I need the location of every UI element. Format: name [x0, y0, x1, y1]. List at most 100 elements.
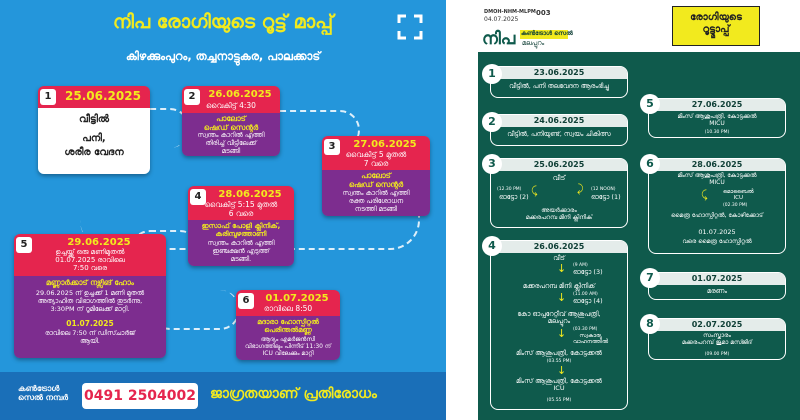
card-place: മദാരാ ഹോസ്പിറ്റൽ പെരിന്തൽമണ്ണ — [257, 318, 319, 335]
timeline-number-2: 2 — [482, 112, 502, 132]
route-line — [250, 110, 360, 150]
issue-date: 04.07.2025 — [484, 16, 519, 23]
card-date: 29.06.2025 — [67, 237, 131, 248]
timeline-box-5: 27.06.2025 മിംസ് ആശുപത്രി, കോട്ടക്കൽ MIC… — [648, 98, 786, 138]
timeline-number-6: 6 — [640, 154, 660, 174]
auto-time-right: (12 NOON) — [591, 187, 616, 192]
timeline-box-1: 23.06.2025 വീട്ടിൽ, പനി തലവേദന ആരംഭിച്ചു — [490, 66, 628, 98]
card-place: വീട്ടിൽ — [78, 114, 110, 125]
timeline-number-5: 5 — [640, 94, 660, 114]
route-map-badge: രോഗിയുടെ റൂട്ട്മാപ്പ് — [672, 6, 760, 46]
timeline-number-3: 3 — [482, 154, 502, 174]
box-time: (10.30 PM) — [704, 130, 730, 135]
card-number-3: 3 — [324, 139, 340, 155]
box-date: 24.06.2025 — [491, 115, 627, 127]
step-time: (05.55 PM) — [546, 398, 572, 403]
arrow-icon: ↓ — [557, 291, 567, 304]
box-body: വീട്ടിൽ, പനി തലവേദന ആരംഭിച്ചു — [509, 82, 609, 90]
route-card-5: 29.06.2025 ഉച്ചയ്ക്ക് ഒരു മണിമുതൽ 01.07.… — [14, 234, 166, 358]
timeline-number-1: 1 — [482, 64, 502, 84]
arrow-icon: ↓ — [557, 364, 567, 377]
timeline-box-4: 26.06.2025 വീട് ↓ (9 AM) ഓട്ടോ (3) മക്കര… — [490, 240, 628, 410]
footer-slogan: ജാഗ്രതയാണ് പ്രതിരോധം — [210, 386, 377, 402]
card-body: പനി, ശരീര വേദന — [64, 133, 124, 158]
arrow-icon: ↓ — [557, 327, 567, 340]
auto-time-left: (12.30 PM) — [497, 187, 522, 192]
control-cell-text: കൺട്രോൾ സെൽ — [521, 30, 573, 37]
card-place: ഇസാഫ് പോളി ക്ലിനിക്, കരിമ്പുഴത്താണി — [201, 222, 281, 239]
card-number-5: 5 — [16, 237, 32, 253]
step-label: മിംസ് ആശുപത്രി, കോട്ടക്കൽ — [516, 349, 602, 357]
card-time: രാവിലെ 8:50 — [263, 304, 313, 313]
arrow-icon: ⤹ — [531, 184, 538, 197]
arrow-icon: ⤹ — [701, 188, 708, 201]
box-date-secondary: 01.07.2025 — [698, 228, 736, 236]
box-date: 28.06.2025 — [649, 159, 785, 171]
card-body: 29.06.2025 ന് ഉച്ചക്ക് 1 മണി മുതൽ അത്യാഹ… — [35, 289, 145, 313]
card-time: വൈകിട്ട് 5 മുതൽ 7 വരെ — [345, 150, 407, 168]
step-vehicle: സ്വകാര്യ വാഹനത്തിൽ — [573, 333, 609, 346]
step-time: (11.00 AM) — [573, 292, 598, 297]
step-time: (03.55 PM) — [546, 359, 572, 364]
box-date: 01.07.2025 — [649, 273, 785, 285]
card-date: 28.06.2025 — [218, 189, 282, 200]
timeline-box-2: 24.06.2025 വീട്ടിൽ, പനിയുണ്ട്, സ്വയം ചിക… — [490, 114, 628, 146]
step-label: മിംസ് ആശുപത്രി, കോട്ടക്കൽ ICU — [516, 377, 602, 393]
control-cell-phone: 0491 2504002 — [82, 383, 198, 409]
card-date: 01.07.2025 — [265, 293, 329, 304]
arrow-icon: ⤸ — [577, 182, 584, 195]
destination-label: അയർക്കാരം മക്കരപറമ്പ മിനി ക്ലിനിക് — [525, 207, 593, 221]
card-number-1: 1 — [40, 89, 56, 105]
card-body: ആദ്യം എമർജൻസി വിഭാഗത്തിലും പിന്നീട് 11:3… — [244, 336, 331, 358]
route-card-6: 01.07.2025 രാവിലെ 8:50 മദാരാ ഹോസ്പിറ്റൽ … — [236, 290, 340, 360]
card-time: ഉച്ചയ്ക്ക് ഒരു മണിമുതൽ 01.07.2025 രാവിലെ… — [55, 248, 125, 273]
arrow-icon: ↓ — [557, 262, 567, 275]
destination-label: മൈത്ര ഹോസ്പിറ്റൽ, കോഴിക്കോട് — [671, 212, 763, 219]
box-time: (09.00 PM) — [704, 352, 730, 357]
card-number-2: 2 — [184, 89, 200, 105]
step-time: (03.30 PM) — [573, 327, 598, 332]
box-body: മിംസ് ആശുപത്രി, കോട്ടക്കൽ MICU — [677, 113, 757, 127]
auto-label-left: ഓട്ടോ (2) — [499, 193, 529, 201]
timeline-box-3: 25.06.2025 വീട് (12.30 PM) ഓട്ടോ (2) ⤹ ⤸… — [490, 158, 628, 228]
doc-number: 003 — [536, 9, 551, 17]
card-place: പാലോട് ഷെഡ് സെന്റർ — [348, 171, 404, 189]
card-place: മണ്ണാർക്കാട് നഴ്സിങ് ഹോം — [46, 278, 134, 287]
card-body-secondary: രാവിലെ 7:50 ന് ഡിസ്ചാർജ് ആയി. — [44, 329, 136, 345]
box-date: 27.06.2025 — [649, 99, 785, 111]
box-body: മിംസ് ആശുപത്രി, കോട്ടക്കൽ MICU — [677, 172, 757, 186]
card-date-secondary: 01.07.2025 — [66, 319, 114, 328]
box-date: 25.06.2025 — [491, 159, 627, 171]
expand-icon[interactable] — [397, 14, 423, 40]
box-date: 23.06.2025 — [491, 67, 627, 79]
route-card-1: 25.06.2025 വീട്ടിൽ പനി, ശരീര വേദന — [38, 86, 150, 174]
card-place: പാലോട് ഷെഡ് സെന്റർ — [203, 114, 259, 132]
poster-footer: കൺട്രോൾ സെൽ നമ്പർ 0491 2504002 ജാഗ്രതയാണ… — [0, 372, 446, 420]
box-body: സംസ്കാരം മക്കരപറമ്പ് ജുമാ മസ്ജിദ് — [681, 332, 753, 346]
palakkad-route-map-poster: നിപ രോഗിയുടെ റൂട്ട് മാപ്പ് കിഴക്കുംപുറം,… — [0, 0, 446, 420]
malappuram-route-map-poster: DMOH-NHM-MLPM 003 04.07.2025 നിപ കൺട്രോൾ… — [478, 0, 800, 420]
org-code: DMOH-NHM-MLPM — [484, 9, 536, 15]
timeline-box-6: 28.06.2025 മിംസ് ആശുപത്രി, കോട്ടക്കൽ MIC… — [648, 158, 786, 254]
control-cell-label: കൺട്രോൾ സെൽ നമ്പർ — [18, 384, 69, 403]
box-body-secondary: വരെ മൈത്ര ഹോസ്പിറ്റൽ — [682, 238, 752, 245]
step-label: വീട് — [553, 254, 565, 262]
card-number-6: 6 — [238, 293, 254, 309]
step-label: മക്കരപറമ്പ മിനി ക്ലിനിക് — [522, 282, 596, 290]
card-body: സ്വന്തം കാറിൽ എത്തി രക്ത പരിശോധന നടത്തി … — [342, 189, 410, 213]
home-label: വീട് — [552, 174, 566, 182]
card-time: വൈകിട്ട് 4:30 — [206, 101, 256, 110]
card-date: 27.06.2025 — [353, 139, 417, 150]
timeline-number-8: 8 — [640, 314, 660, 334]
box-body: മരണം — [706, 287, 728, 295]
card-date: 26.06.2025 — [208, 89, 272, 100]
ambulance-label: മൊബൈൽ ICU — [723, 189, 754, 202]
card-body: സ്വന്തം കാറിൽ എത്തി തിരിച്ച് വീട്ടിലേക്ക… — [197, 131, 265, 155]
box-body: വീട്ടിൽ, പനിയുണ്ട്, സ്വയം ചികിത്സ — [507, 130, 611, 138]
route-card-3: 27.06.2025 വൈകിട്ട് 5 മുതൽ 7 വരെ പാലോട് … — [322, 136, 430, 216]
timeline-number-7: 7 — [640, 268, 660, 288]
step-time: (9 AM) — [573, 263, 588, 268]
timeline-box-8: 02.07.2025 സംസ്കാരം മക്കരപറമ്പ് ജുമാ മസ്… — [648, 318, 786, 360]
district-name: മലപ്പുറം — [522, 39, 545, 47]
